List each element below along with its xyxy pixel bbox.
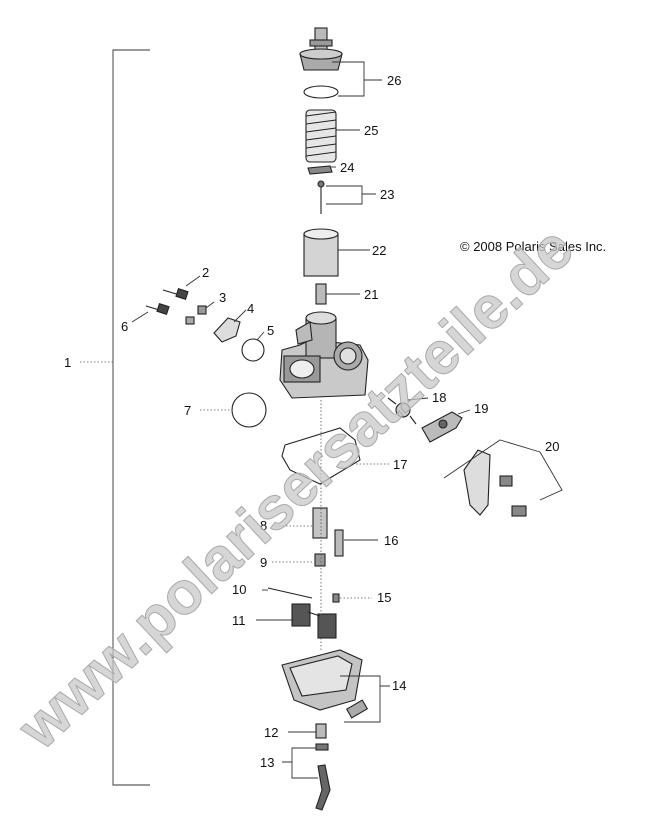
callout-12: 12	[264, 725, 278, 740]
part-10-pin	[267, 587, 313, 599]
callout-19: 19	[474, 401, 488, 416]
part-14-float-bowl	[281, 649, 369, 719]
part-25-spring	[305, 109, 337, 163]
callout-1: 1	[64, 355, 71, 370]
callout-25: 25	[364, 123, 378, 138]
part-2-screw	[162, 287, 189, 301]
part-17-gasket	[281, 427, 361, 485]
callout-11: 11	[232, 613, 246, 628]
callout-15: 15	[377, 590, 391, 605]
leader-lines	[131, 61, 563, 779]
part-9-jet	[314, 553, 326, 567]
callout-3: 3	[219, 290, 226, 305]
copyright-text: © 2008 Polaris Sales Inc.	[460, 239, 606, 254]
part-15-valve	[332, 593, 340, 603]
part-8-jet	[312, 507, 328, 539]
part-23-needle	[317, 180, 325, 214]
part-24-clip	[307, 165, 333, 175]
callout-23: 23	[380, 187, 394, 202]
callout-20: 20	[545, 439, 559, 454]
callout-22: 22	[372, 243, 386, 258]
callout-2: 2	[202, 265, 209, 280]
callout-14: 14	[392, 678, 406, 693]
callout-8: 8	[260, 518, 267, 533]
part-12-screw	[315, 723, 327, 739]
part-7-oring	[231, 392, 267, 428]
callout-16: 16	[384, 533, 398, 548]
assembly-bracket	[80, 49, 150, 786]
part-26-top-cap	[299, 27, 343, 99]
part-6-screw	[145, 302, 170, 316]
callout-18: 18	[432, 390, 446, 405]
callout-21: 21	[364, 287, 378, 302]
part-19-lever	[421, 411, 463, 443]
part-16-jet	[334, 529, 344, 557]
callout-17: 17	[393, 457, 407, 472]
callout-7: 7	[184, 403, 191, 418]
part-13-hose	[315, 743, 331, 811]
carburetor-body	[279, 311, 369, 399]
callout-10: 10	[232, 582, 246, 597]
part-11-float	[291, 603, 337, 639]
callout-6: 6	[121, 319, 128, 334]
callout-24: 24	[340, 160, 354, 175]
part-5-oring	[241, 338, 265, 362]
part-20-bracket	[463, 449, 527, 517]
callout-labels: 1 2 3 4 5 6 7 8 9 10 11 12 13 14 15 16 1…	[64, 73, 559, 770]
callout-4: 4	[247, 301, 254, 316]
callout-5: 5	[267, 323, 274, 338]
callout-13: 13	[260, 755, 274, 770]
part-22-slide	[303, 228, 339, 277]
part-21-jet	[315, 283, 327, 305]
callout-26: 26	[387, 73, 401, 88]
part-3-screw	[185, 305, 207, 325]
callout-9: 9	[260, 555, 267, 570]
part-18-spring	[387, 397, 417, 425]
part-4-cover	[213, 317, 241, 343]
